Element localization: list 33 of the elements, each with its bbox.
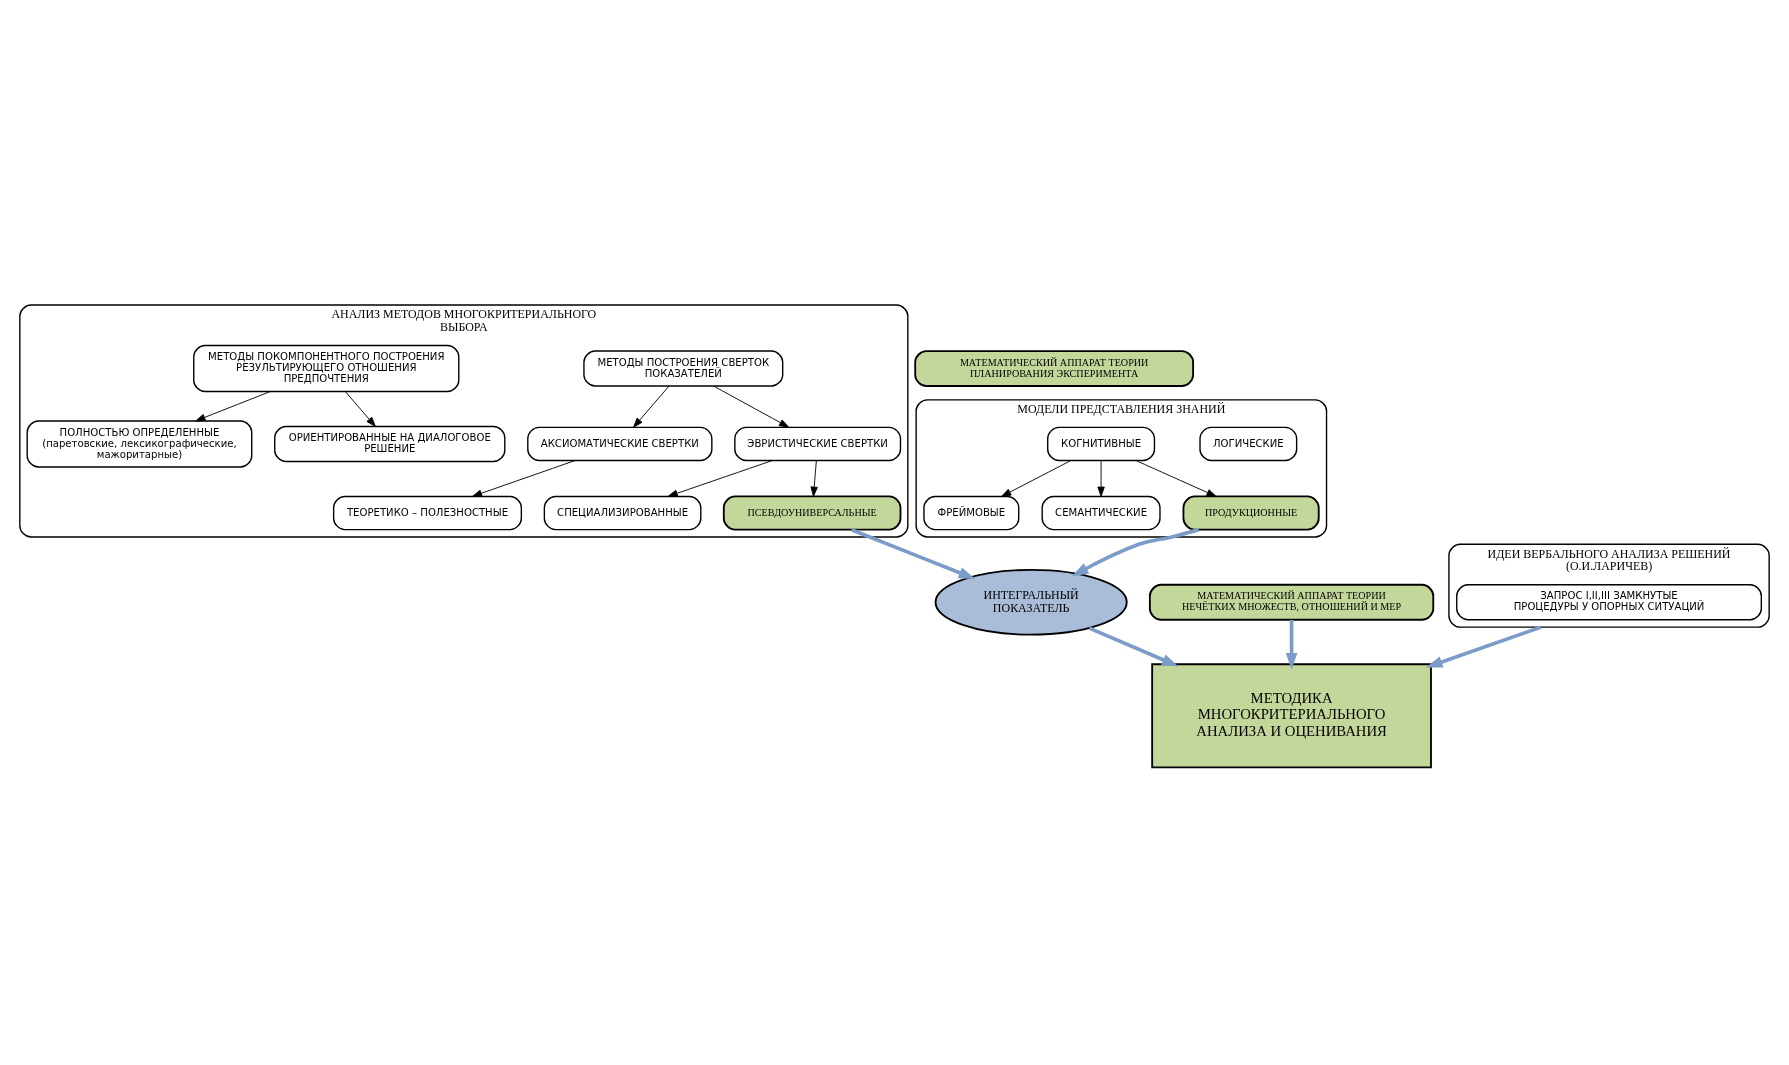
arrow [1001,460,1072,497]
node-box: ПСЕВДОУНИВЕРСАЛЬНЫЕ [722,495,902,531]
node-box: ЛОГИЧЕСКИЕ [1199,426,1298,462]
node-box: МЕТОДЫ ПОКОМПОНЕНТНОГО ПОСТРОЕНИЯ РЕЗУЛЬТИРУЮЩЕГО ОТНОШЕНИЯ ПРЕДПОЧТЕНИЯ [193,344,460,393]
node-box: МАТЕМАТИЧЕСКИЙ АППАРАТ ТЕОРИИ ПЛАНИРОВАНИЯ ЭКСПЕРИМЕНТА [914,350,1195,387]
arrow [667,460,773,497]
arrow [1135,460,1217,497]
node-box: СЕМАНТИЧЕСКИЕ [1041,495,1161,531]
node-box: ЭВРИСТИЧЕСКИЕ СВЕРТКИ [734,426,902,462]
arrow [810,460,818,497]
node-box: ФРЕЙМОВЫЕ [923,495,1020,531]
arrow [1285,619,1298,670]
node-box: ТЕОРЕТИКО – ПОЛЕЗНОСТНЫЕ [332,495,523,531]
arrow [1097,460,1105,497]
arrow [1425,625,1542,668]
node-box: СПЕЦИАЛИЗИРОВАННЫЕ [543,495,702,531]
node-box: КОГНИТИВНЫЕ [1047,426,1156,462]
arrow [1088,626,1179,667]
node-box: МАТЕМАТИЧЕСКИЙ АППАРАТ ТЕОРИИ НЕЧЁТКИХ МНОЖЕСТВ, ОТНОШЕНИЙ И МЕР [1148,583,1435,621]
node-box: ПОЛНОСТЬЮ ОПРЕДЕЛЕННЫЕ (паретовские, лексикографические, мажоритарные) [26,420,253,468]
arrow [344,391,376,427]
node-box: МЕТОДЫ ПОСТРОЕНИЯ СВЕРТОК ПОКАЗАТЕЛЕЙ [583,350,784,387]
arrow [195,391,271,422]
arrow [713,385,790,428]
node-box: МЕТОДИКА МНОГОКРИТЕРИАЛЬНОГО АНАЛИЗА И ОЦЕНИВАНИЯ [1151,663,1432,769]
arrow [633,385,670,428]
arrow [850,527,976,580]
arrow [1071,527,1200,577]
arrow [471,460,576,497]
node-box: ЗАПРОС I,II,III ЗАМКНУТЫЕ ПРОЦЕДУРЫ У ОПОРНЫХ СИТУАЦИЙ [1456,584,1763,621]
node-box: ПРОДУКЦИОННЫЕ [1182,495,1320,531]
node-box: АКСИОМАТИЧЕСКИЕ СВЕРТКИ [527,426,713,462]
node-box: ОРИЕНТИРОВАННЫЕ НА ДИАЛОГОВОЕ РЕШЕНИЕ [274,425,506,463]
